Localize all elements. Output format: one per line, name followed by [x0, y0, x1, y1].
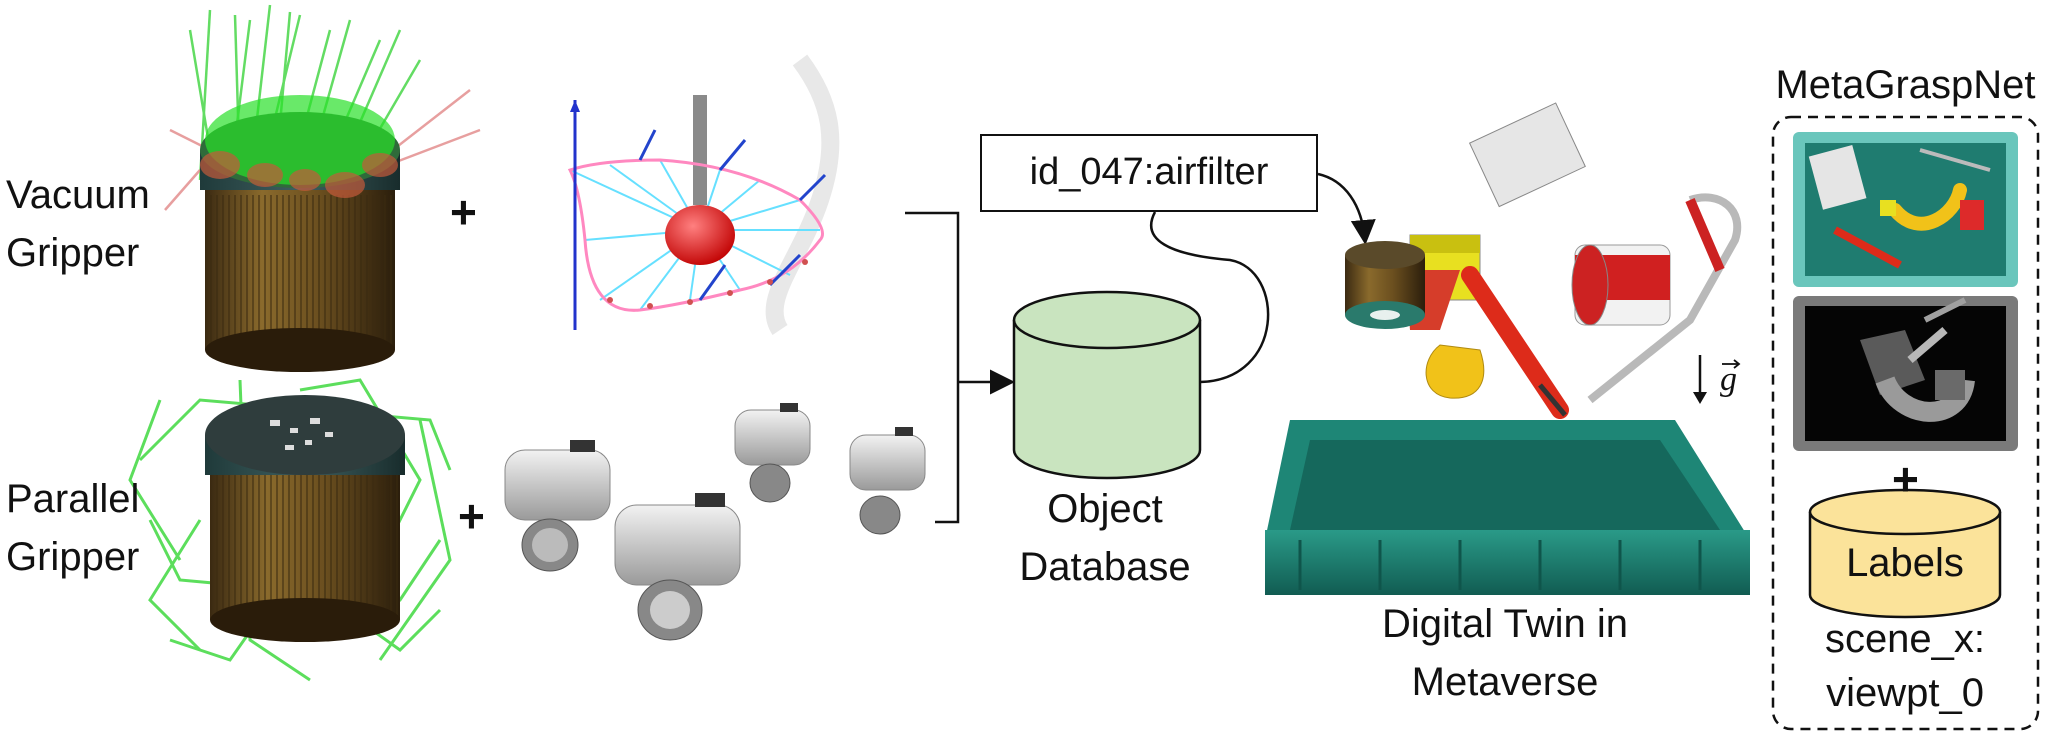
- suction-cup-illustration: [567, 54, 840, 335]
- id-to-scene-arrow: [1317, 172, 1376, 245]
- vacuum-filter-illustration: [164, 4, 481, 372]
- labels-text: Labels: [1846, 541, 1964, 585]
- gravity-label: g: [1720, 361, 1737, 398]
- scene-viewpoint-label: scene_x:viewpt_0: [1824, 617, 1986, 715]
- digital-twin-scene: [1265, 102, 1750, 595]
- depth-scene-thumbnail: [1793, 296, 2018, 451]
- rgb-scene-thumbnail: [1793, 132, 2018, 287]
- gravity-arrow-icon: [1693, 355, 1741, 404]
- object-id-box: id_047:airfilter: [980, 134, 1318, 212]
- id-to-database-connector: [1149, 211, 1270, 384]
- object-database-cylinder-icon: [1012, 290, 1202, 480]
- plus-sign-panel: +: [1892, 453, 1919, 505]
- parallel-filter-illustration: [128, 378, 452, 682]
- labels-cylinder-icon: [1808, 488, 2002, 619]
- metagraspnet-title: MetaGraspNet: [1775, 63, 2036, 107]
- tote-bin-icon: [1265, 420, 1750, 595]
- parallel-gripper-heads: [504, 403, 926, 641]
- merge-bracket: [905, 211, 1015, 524]
- metagraspnet-panel: [1771, 115, 2040, 731]
- plus-sign-top: +: [450, 186, 477, 238]
- plus-sign-bottom: +: [458, 490, 485, 542]
